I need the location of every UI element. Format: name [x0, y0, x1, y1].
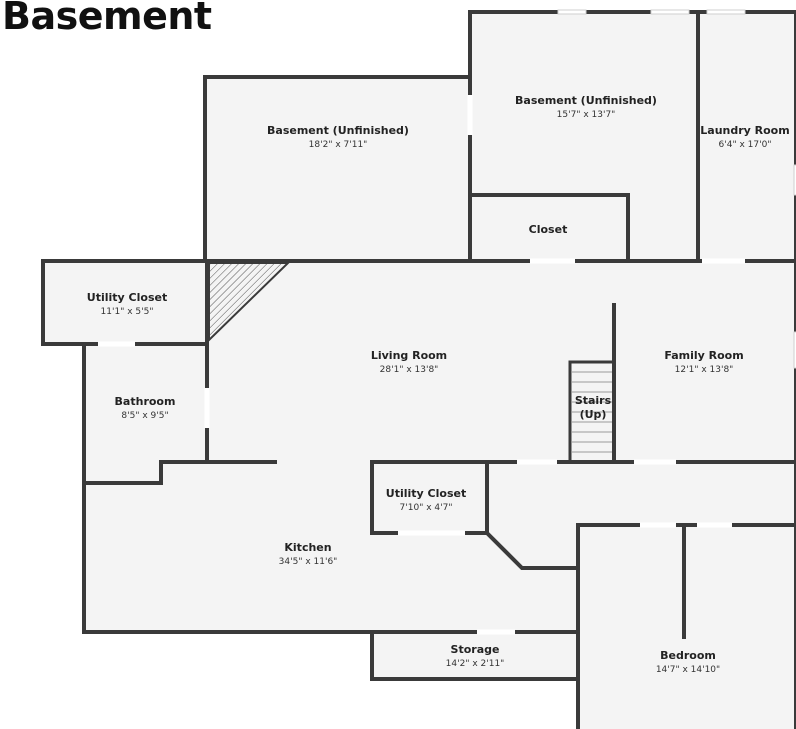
- room-dims: 14'7" x 14'10": [656, 665, 720, 675]
- room-dims: 12'1" x 13'8": [675, 365, 734, 375]
- room-name: Storage: [451, 643, 500, 656]
- room-dims: 14'2" x 2'11": [446, 659, 505, 669]
- room-name: Utility Closet: [386, 487, 466, 500]
- room-dims: 7'10" x 4'7": [400, 503, 453, 513]
- room-dims: 8'5" x 9'5": [121, 411, 168, 421]
- room-dims: 34'5" x 11'6": [279, 557, 338, 567]
- room-labels: Basement (Unfinished) 18'2" x 7'11" Base…: [87, 94, 790, 675]
- plan-title: Basement: [2, 0, 212, 38]
- room-dims: 6'4" x 17'0": [719, 140, 772, 150]
- room-dims: 11'1" x 5'5": [101, 307, 154, 317]
- room-name: Bedroom: [660, 649, 716, 662]
- room-name: Living Room: [371, 349, 447, 362]
- openings: [98, 9, 796, 635]
- room-name: Stairs: [575, 394, 612, 407]
- room-dims: 18'2" x 7'11": [309, 140, 368, 150]
- room-name: Laundry Room: [700, 124, 789, 137]
- floor-fill: [43, 12, 796, 729]
- room-name: Family Room: [664, 349, 743, 362]
- room-name: Basement (Unfinished): [515, 94, 657, 107]
- room-dims: 28'1" x 13'8": [380, 365, 439, 375]
- room-name: Basement (Unfinished): [267, 124, 409, 137]
- room-dims: (Up): [580, 408, 607, 421]
- room-dims: 15'7" x 13'7": [557, 110, 616, 120]
- room-name: Kitchen: [284, 541, 331, 554]
- room-name: Bathroom: [115, 395, 176, 408]
- room-name: Closet: [529, 223, 568, 236]
- room-name: Utility Closet: [87, 291, 167, 304]
